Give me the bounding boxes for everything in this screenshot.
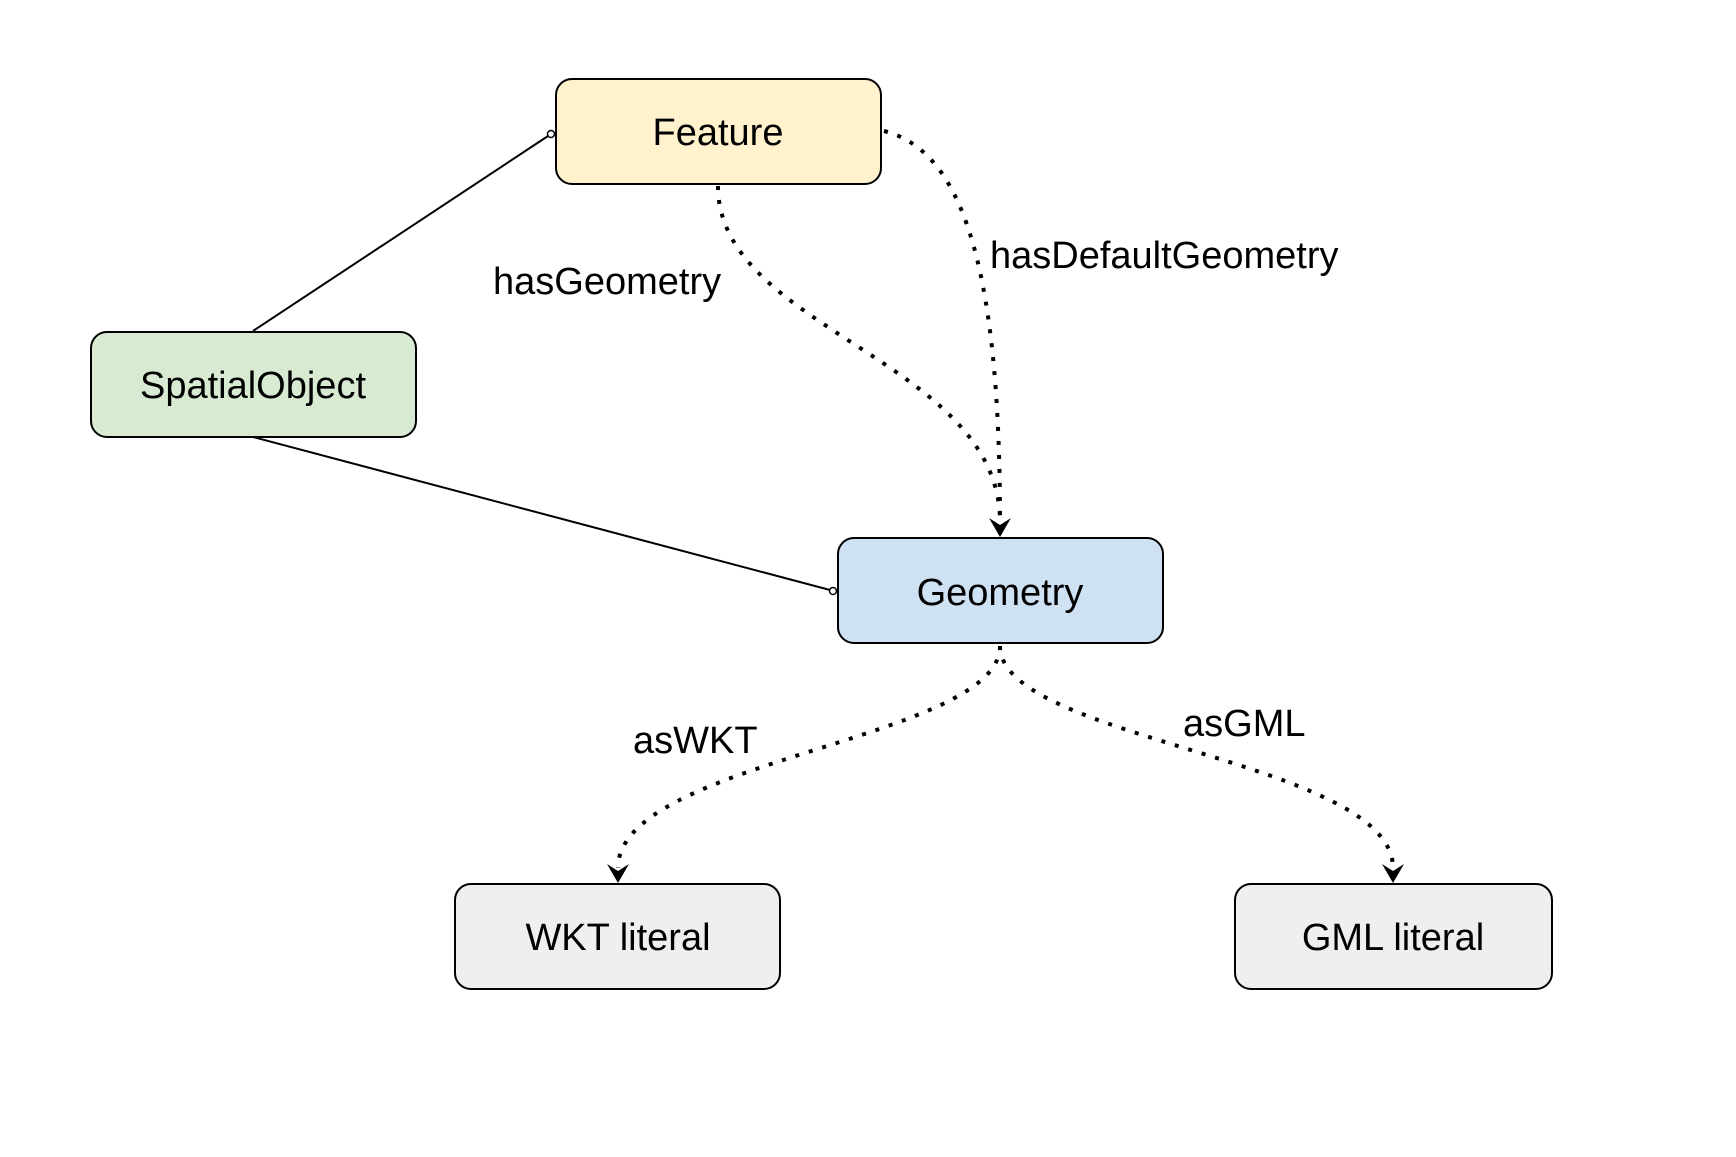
node-box <box>454 883 781 990</box>
edge-path <box>883 129 1002 523</box>
arrowhead-icon <box>607 864 629 883</box>
edge-hasGeometry[interactable]: hasGeometry <box>493 185 1002 523</box>
arrowhead-icon <box>1382 864 1404 883</box>
edge-label-asGML: asGML <box>1183 703 1305 745</box>
node-feature[interactable]: Feature <box>555 78 882 185</box>
edge-asWKT[interactable]: asWKT <box>607 645 1002 883</box>
end-circle-marker <box>828 586 838 596</box>
edge-path <box>716 185 1002 523</box>
edge-line <box>252 436 831 591</box>
arrowhead-icon <box>989 518 1011 537</box>
node-label: SpatialObject <box>140 365 366 407</box>
edge-path <box>616 645 1002 869</box>
node-box <box>90 331 417 438</box>
edge-label-hasDefaultGeometry: hasDefaultGeometry <box>990 235 1339 277</box>
edge-line <box>252 135 549 332</box>
edge-spatialobject-feature[interactable] <box>252 129 556 332</box>
edge-label-asWKT: asWKT <box>633 720 758 762</box>
node-label: WKT literal <box>525 917 710 959</box>
node-label: Geometry <box>917 572 1084 614</box>
edge-asGML[interactable]: asGML <box>998 645 1404 883</box>
node-wkt-literal[interactable]: WKT literal <box>454 883 781 990</box>
node-geometry[interactable]: Geometry <box>837 537 1164 644</box>
edge-spatialobject-geometry[interactable] <box>252 436 838 596</box>
node-label: Feature <box>653 112 784 154</box>
node-label: GML literal <box>1302 917 1484 959</box>
node-gml-literal[interactable]: GML literal <box>1234 883 1553 990</box>
end-circle-marker <box>546 129 556 139</box>
node-box <box>555 78 882 185</box>
edge-label-hasGeometry: hasGeometry <box>493 261 721 303</box>
node-box <box>837 537 1164 644</box>
edge-hasDefaultGeometry[interactable]: hasDefaultGeometry <box>883 129 1339 523</box>
edge-path <box>998 645 1395 869</box>
node-spatialobject[interactable]: SpatialObject <box>90 331 417 438</box>
node-box <box>1234 883 1553 990</box>
